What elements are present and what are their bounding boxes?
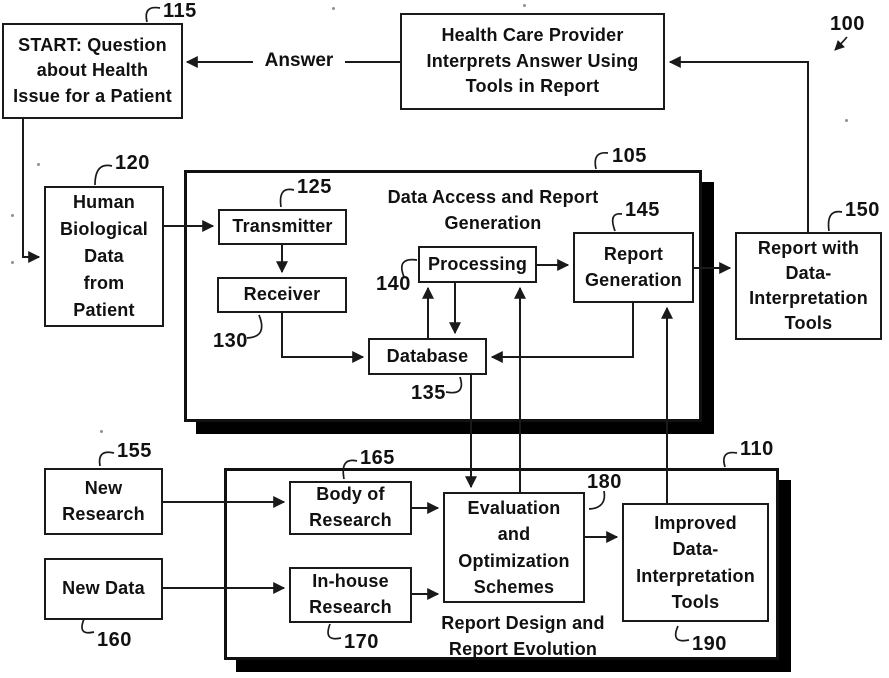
scan-noise-dot: [11, 261, 14, 264]
box-body-of-research-label: Body of Research: [309, 484, 392, 530]
ref-190: 190: [692, 633, 727, 655]
box-inhouse-research: In-house Research: [289, 567, 412, 623]
box-new-research-label: New Research: [62, 477, 145, 524]
ref-165: 165: [360, 447, 395, 469]
scan-noise-dot: [845, 119, 848, 122]
ref-160: 160: [97, 629, 132, 651]
box-transmitter: Transmitter: [218, 209, 347, 245]
box-receiver-label: Receiver: [243, 284, 321, 305]
leader-ref-130: [246, 314, 263, 339]
arrow-start-to-human-data: [22, 119, 41, 263]
box-improved-tools-label: Improved Data- Interpretation Tools: [636, 513, 755, 612]
box-report-generation-label: Report Generation: [584, 243, 683, 290]
box-new-data-label: New Data: [62, 578, 145, 599]
leader-ref-160: [81, 618, 95, 634]
scan-noise-dot: [11, 214, 14, 217]
leader-ref-155: [98, 451, 115, 467]
ref-170: 170: [344, 631, 379, 653]
box-improved-tools: Improved Data- Interpretation Tools: [622, 503, 769, 622]
box-provider-label: Health Care Provider Interprets Answer U…: [426, 25, 639, 97]
ref-180: 180: [587, 471, 622, 493]
box-provider: Health Care Provider Interprets Answer U…: [400, 13, 665, 110]
box-receiver: Receiver: [217, 277, 347, 313]
leader-ref-105: [594, 151, 609, 170]
box-report-tools-label: Report with Data- Interpretation Tools: [749, 237, 868, 334]
ref-125: 125: [297, 176, 332, 198]
box-evaluation: Evaluation and Optimization Schemes: [443, 492, 585, 603]
container-title-data-access: Data Access and Report Generation: [387, 187, 599, 234]
leader-ref-120: [94, 164, 113, 186]
box-database: Database: [368, 338, 487, 375]
box-processing: Processing: [418, 246, 537, 283]
leader-ref-100-arrow: [834, 36, 848, 51]
box-processing-label: Processing: [427, 253, 528, 274]
box-report-tools: Report with Data- Interpretation Tools: [735, 232, 882, 340]
box-inhouse-research-label: In-house Research: [309, 571, 392, 617]
box-database-label: Database: [386, 345, 469, 366]
leader-ref-165: [342, 459, 358, 480]
box-human-data-label: Human Biological Data from Patient: [59, 192, 148, 320]
scan-noise-dot: [332, 7, 335, 10]
ref-140: 140: [376, 273, 411, 295]
leader-ref-180: [588, 490, 606, 510]
scan-noise-dot: [100, 430, 103, 433]
ref-100: 100: [830, 13, 865, 35]
answer-edge-label: Answer: [253, 50, 345, 72]
box-report-generation: Report Generation: [573, 232, 694, 303]
leader-ref-110: [723, 451, 738, 468]
leader-ref-150: [827, 210, 843, 232]
leader-ref-135: [445, 376, 463, 394]
box-start: START: Question about Health Issue for a…: [2, 23, 183, 119]
leader-ref-170: [327, 623, 342, 640]
ref-155: 155: [117, 440, 152, 462]
leader-ref-190: [674, 625, 690, 642]
ref-105: 105: [612, 145, 647, 167]
box-start-label: START: Question about Health Issue for a…: [13, 34, 172, 106]
arrow-report-tools-to-provider: [668, 56, 809, 232]
leader-ref-140: [400, 258, 418, 278]
ref-130: 130: [213, 330, 248, 352]
box-new-data: New Data: [44, 558, 163, 620]
ref-145: 145: [625, 199, 660, 221]
ref-135: 135: [411, 382, 446, 404]
box-evaluation-label: Evaluation and Optimization Schemes: [458, 498, 570, 597]
ref-110: 110: [740, 438, 774, 460]
scan-noise-dot: [523, 4, 526, 7]
leader-ref-145: [611, 212, 623, 232]
ref-115: 115: [163, 0, 197, 22]
box-transmitter-label: Transmitter: [232, 216, 333, 237]
ref-120: 120: [115, 152, 150, 174]
box-body-of-research: Body of Research: [289, 481, 412, 535]
arrow-report-generation-to-database: [490, 303, 634, 363]
ref-150: 150: [845, 199, 880, 221]
scan-noise-dot: [37, 163, 40, 166]
leader-ref-115: [145, 6, 161, 23]
leader-ref-125: [279, 188, 295, 208]
arrow-receiver-to-database: [281, 313, 365, 363]
box-human-data: Human Biological Data from Patient: [44, 186, 164, 327]
box-new-research: New Research: [44, 468, 163, 535]
container-title-report-design: Report Design and Report Evolution: [441, 613, 605, 660]
